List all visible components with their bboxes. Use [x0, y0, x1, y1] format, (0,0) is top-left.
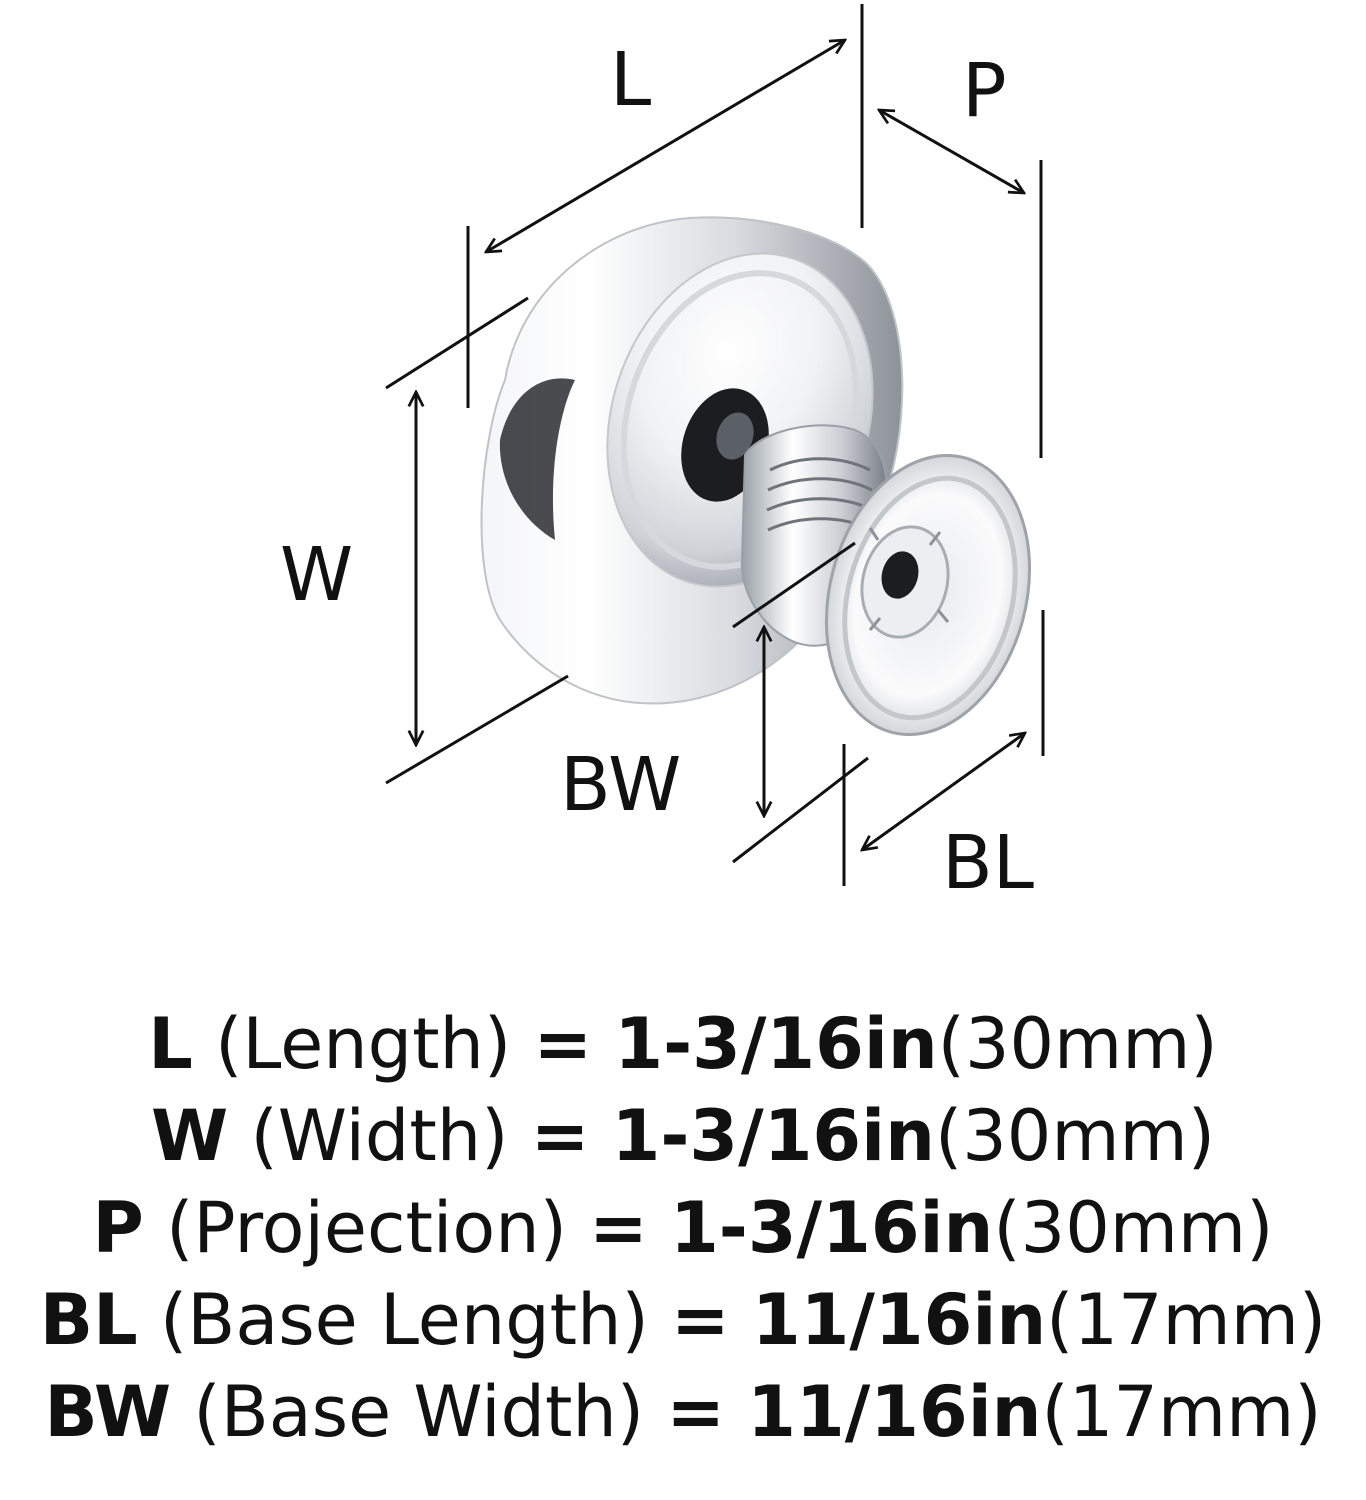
- spec-imperial: 11/16in: [747, 1371, 1042, 1453]
- knob-dimension-diagram: L P W BW BL: [280, 4, 1045, 906]
- spec-metric: (30mm): [993, 1187, 1274, 1269]
- spec-imperial: 1-3/16in: [670, 1187, 994, 1269]
- spec-line-length: L (Length) = 1-3/16in(30mm): [0, 998, 1366, 1090]
- spec-metric: (17mm): [1041, 1371, 1322, 1453]
- extension-line-bw-top: [732, 541, 856, 629]
- spec-line-base-length: BL (Base Length) = 11/16in(17mm): [0, 1274, 1366, 1366]
- arrow-l: [486, 40, 845, 252]
- spec-equals: =: [589, 1187, 648, 1269]
- extension-line-w-bottom: [385, 674, 569, 785]
- spec-name: (Projection): [166, 1187, 567, 1269]
- label-bl: BL: [942, 820, 1034, 906]
- label-w: W: [280, 532, 353, 618]
- spec-metric: (30mm): [937, 1003, 1218, 1085]
- spec-code: BL: [39, 1279, 138, 1361]
- spec-metric: (17mm): [1046, 1279, 1327, 1361]
- dimension-lines: [385, 4, 1045, 886]
- spec-code: P: [92, 1187, 144, 1269]
- spec-equals: =: [533, 1003, 593, 1085]
- spec-code: L: [148, 1003, 193, 1085]
- spec-code: BW: [44, 1371, 172, 1453]
- spec-equals: =: [671, 1279, 730, 1361]
- spec-equals: =: [666, 1371, 726, 1453]
- spec-name: (Width): [250, 1095, 509, 1177]
- arrow-p: [879, 110, 1024, 193]
- spec-equals: =: [530, 1095, 590, 1177]
- arrow-bl: [862, 733, 1025, 850]
- dimension-specs: L (Length) = 1-3/16in(30mm) W (Width) = …: [0, 998, 1366, 1458]
- spec-name: (Base Width): [193, 1371, 645, 1453]
- spec-code: W: [150, 1095, 229, 1177]
- knob-base: [824, 454, 1032, 736]
- spec-line-base-width: BW (Base Width) = 11/16in(17mm): [0, 1366, 1366, 1458]
- spec-name: (Base Length): [159, 1279, 649, 1361]
- label-bw: BW: [560, 742, 681, 828]
- spec-imperial: 11/16in: [751, 1279, 1047, 1361]
- spec-name: (Length): [215, 1003, 512, 1085]
- label-p: P: [962, 48, 1007, 134]
- spec-line-projection: P (Projection) = 1-3/16in(30mm): [0, 1182, 1366, 1274]
- spec-imperial: 1-3/16in: [614, 1003, 938, 1085]
- extension-line-bw-bottom: [732, 756, 869, 864]
- spec-metric: (30mm): [934, 1095, 1216, 1177]
- spec-line-width: W (Width) = 1-3/16in(30mm): [0, 1090, 1366, 1182]
- spec-imperial: 1-3/16in: [611, 1095, 935, 1177]
- extension-line-w-top: [385, 296, 529, 390]
- knob-illustration: [480, 216, 1032, 736]
- label-l: L: [610, 37, 651, 123]
